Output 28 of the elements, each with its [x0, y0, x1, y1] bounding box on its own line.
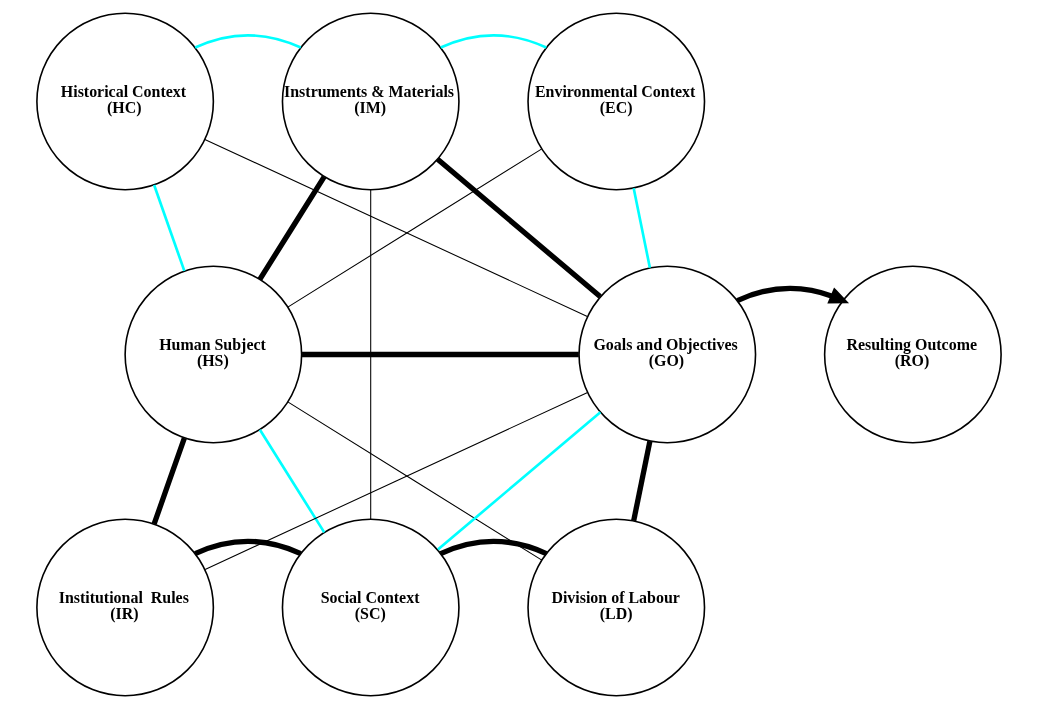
connector [257, 174, 327, 281]
connector [204, 391, 589, 570]
connector [437, 410, 602, 551]
node-circle: Environmental Context (EC) [527, 11, 706, 190]
node-circle: Instruments & Materials (IM) [281, 11, 460, 190]
connector [258, 428, 326, 533]
node-circle: Division of Labour (LD) [527, 518, 706, 697]
connector [151, 436, 187, 525]
node-circle: Social Context (SC) [281, 518, 460, 697]
connector [194, 538, 302, 556]
node-circle: Historical Context (HC) [36, 11, 215, 190]
connector [439, 538, 548, 556]
arrow [736, 285, 850, 303]
connector [370, 188, 372, 520]
connector [204, 138, 588, 317]
connector [631, 440, 653, 521]
connector [287, 401, 543, 561]
connector [435, 156, 602, 299]
node-circle: Institutional Rules (IR) [36, 518, 215, 697]
node-circle: Goals and Objectives (GO) [578, 264, 757, 444]
connector [440, 33, 547, 49]
connector [302, 351, 579, 357]
connector [632, 187, 652, 268]
node-circle: Resulting Outcome (RO) [823, 264, 1002, 444]
node-circle: Human Subject (HS) [124, 264, 303, 444]
connector [287, 148, 542, 308]
connector [194, 33, 302, 49]
connector [152, 184, 186, 271]
